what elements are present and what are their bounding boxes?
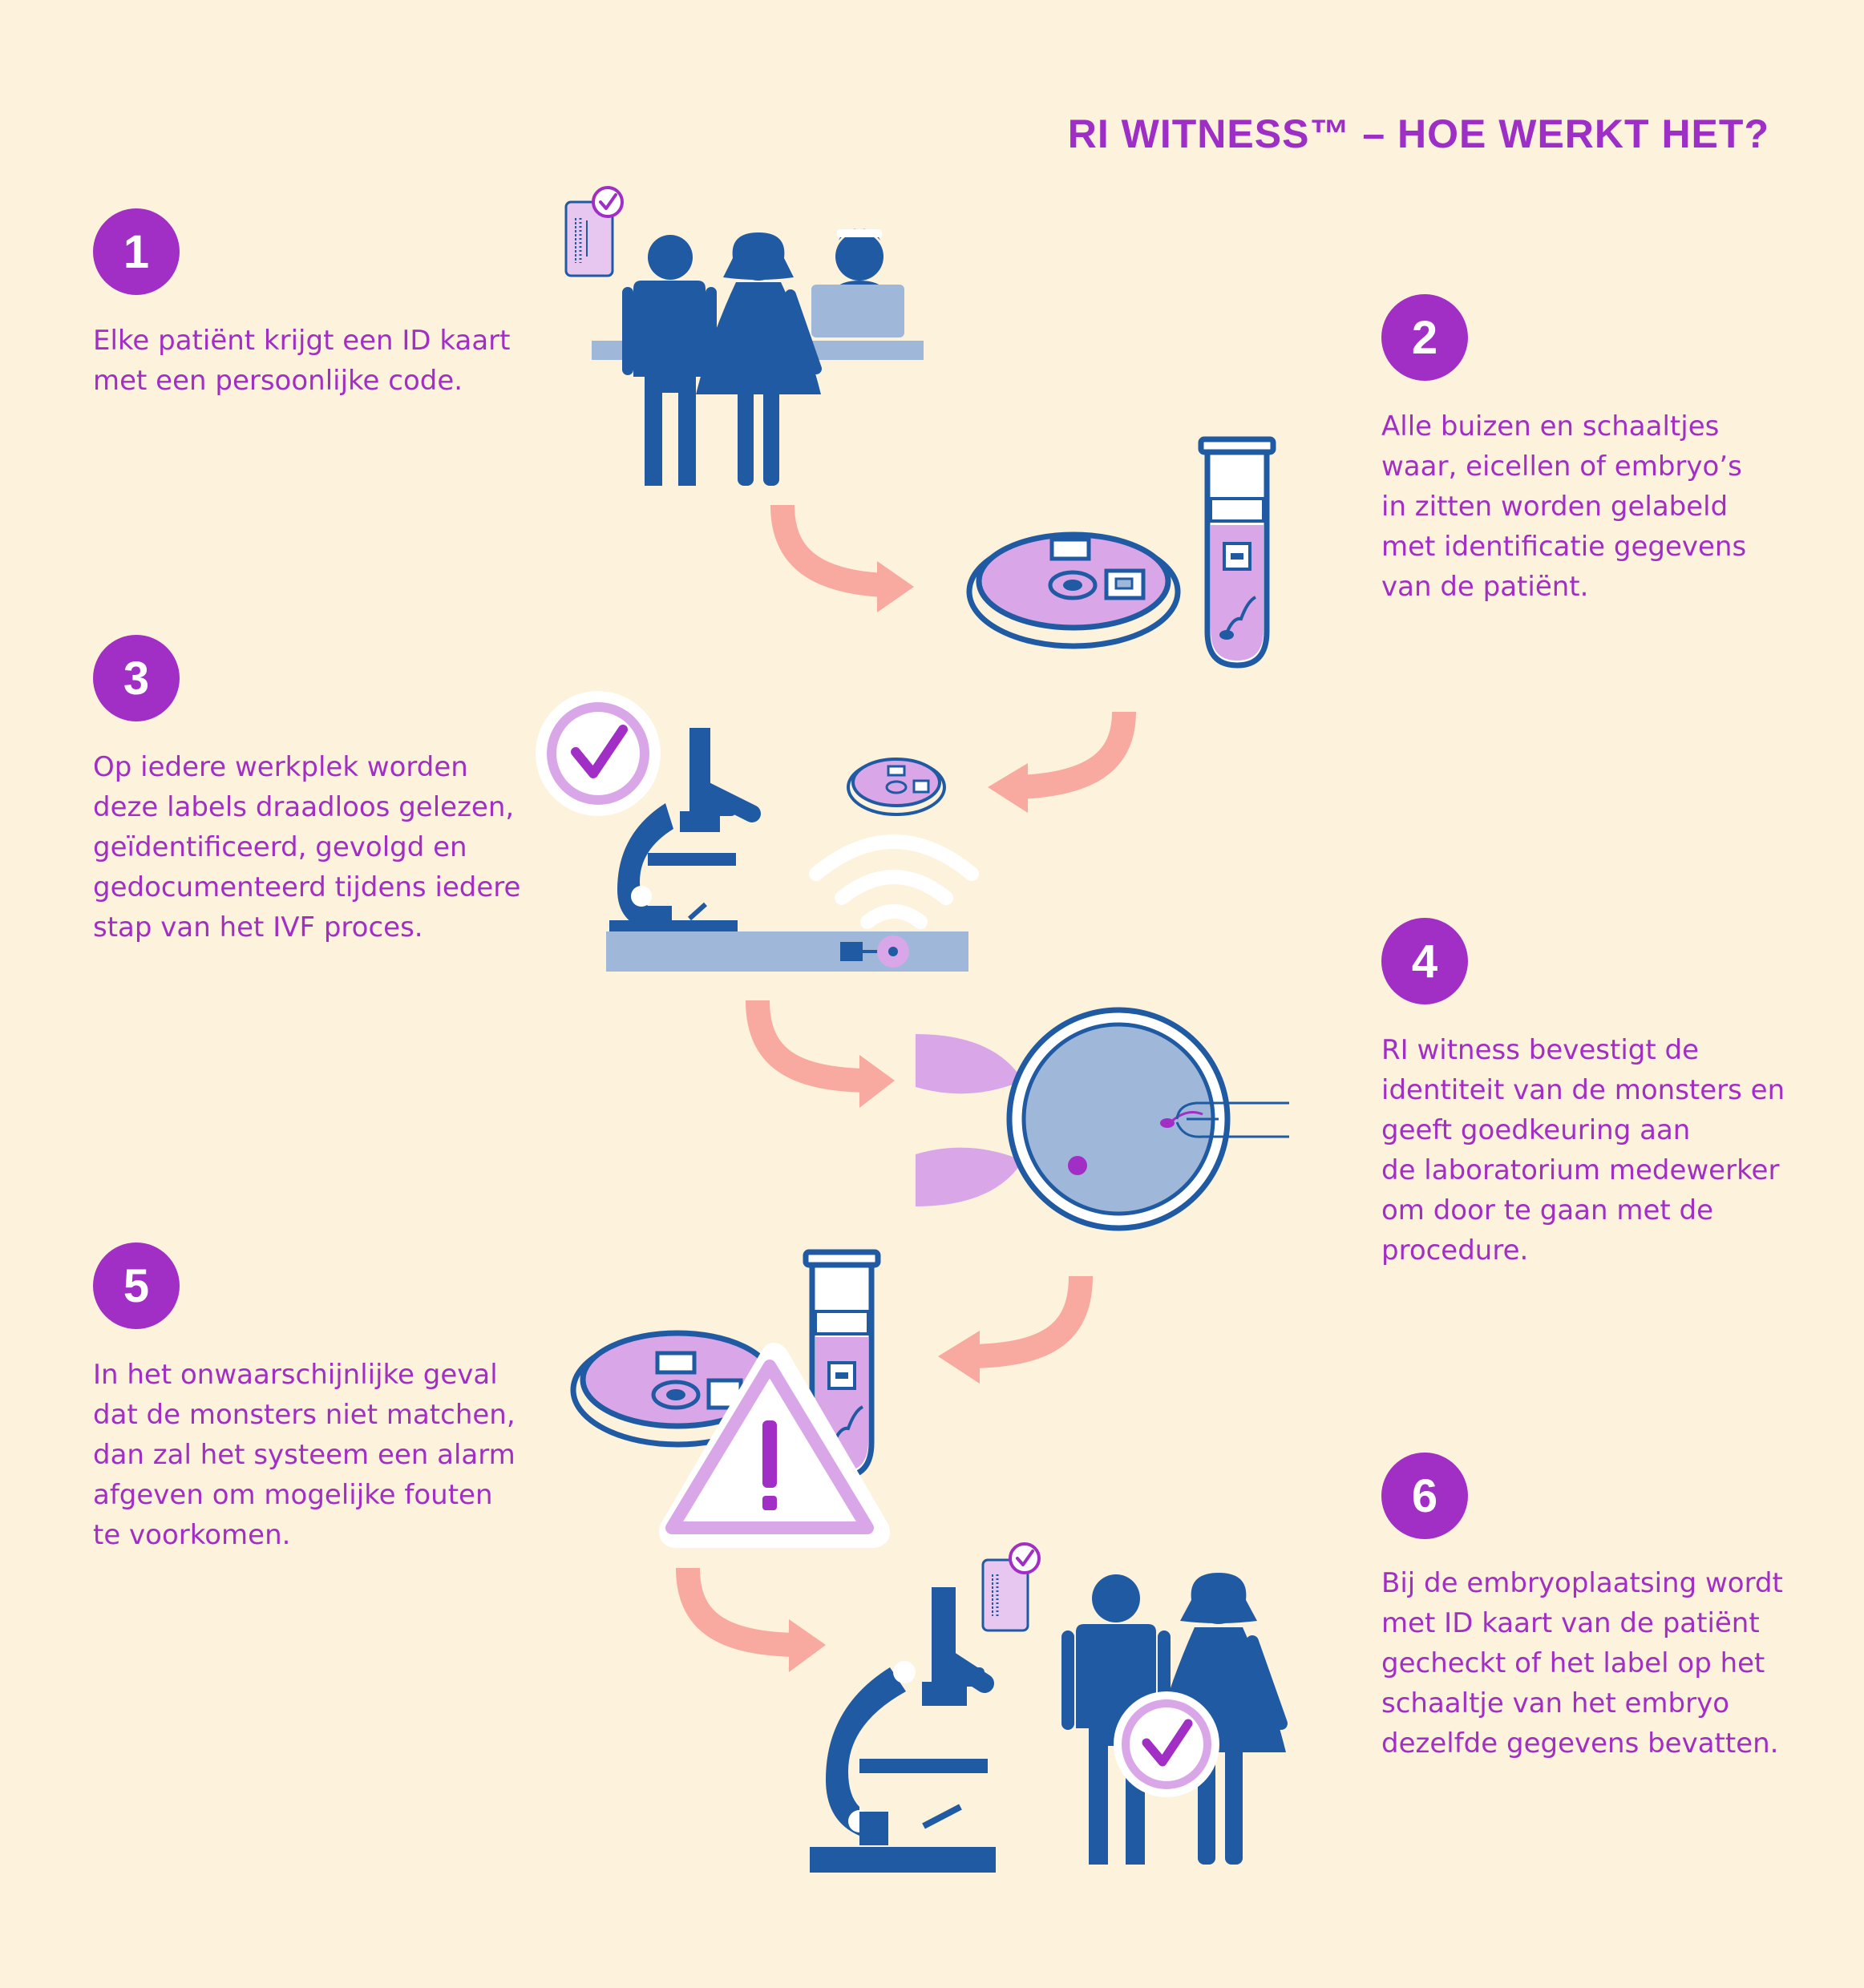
final-id-card-icon xyxy=(981,1542,1041,1632)
page-title: RI WITNESS™ – HOE WERKT HET? xyxy=(1067,111,1769,156)
microscope-icon xyxy=(609,728,761,931)
step-6-description: Bij de embryoplaatsing wordt met ID kaar… xyxy=(1381,1567,1783,1760)
approved-check-icon xyxy=(536,691,661,816)
step-3-description: Op iedere werkplek worden deze labels dr… xyxy=(93,751,521,943)
flow-arrow-2 xyxy=(988,711,1136,813)
man-icon xyxy=(622,235,717,486)
test-tube-icon xyxy=(1198,436,1276,669)
step-5-badge: 5 xyxy=(93,1242,180,1329)
injection-needle-icon xyxy=(1175,1101,1289,1138)
step-6-badge: 6 xyxy=(1381,1453,1468,1539)
woman-icon xyxy=(696,232,822,486)
step-2-badge: 2 xyxy=(1381,294,1468,381)
step-1-description: Elke patiënt krijgt een ID kaart met een… xyxy=(93,325,511,397)
step-1-badge: 1 xyxy=(93,208,180,295)
id-card-icon xyxy=(564,186,624,277)
flow-arrow-5 xyxy=(676,1567,826,1672)
step-2-description: Alle buizen en schaaltjes waar, eicellen… xyxy=(1381,410,1747,603)
flow-arrow-4 xyxy=(938,1275,1093,1384)
step-4-description: RI witness bevestigt de identiteit van d… xyxy=(1381,1034,1785,1267)
monitor-icon xyxy=(811,285,904,337)
workbench-reader-icon xyxy=(606,931,968,972)
reception-desk-icon xyxy=(564,186,924,486)
step-3-badge: 3 xyxy=(93,635,180,721)
flow-arrow-1 xyxy=(770,504,914,612)
wifi-icon xyxy=(809,834,979,929)
flow-arrow-3 xyxy=(746,1000,895,1108)
small-petri-dish-icon xyxy=(847,758,946,816)
egg-cell-icon xyxy=(916,1007,1231,1231)
final-woman-icon xyxy=(1151,1573,1288,1865)
step-4-badge: 4 xyxy=(1381,918,1468,1004)
step-5-description: In het onwaarschijnlijke geval dat de mo… xyxy=(93,1359,516,1551)
petri-dish-icon xyxy=(966,531,1181,649)
final-check-icon xyxy=(1114,1691,1219,1797)
warning-triangle-icon xyxy=(659,1343,890,1548)
final-microscope-icon xyxy=(810,1587,996,1873)
